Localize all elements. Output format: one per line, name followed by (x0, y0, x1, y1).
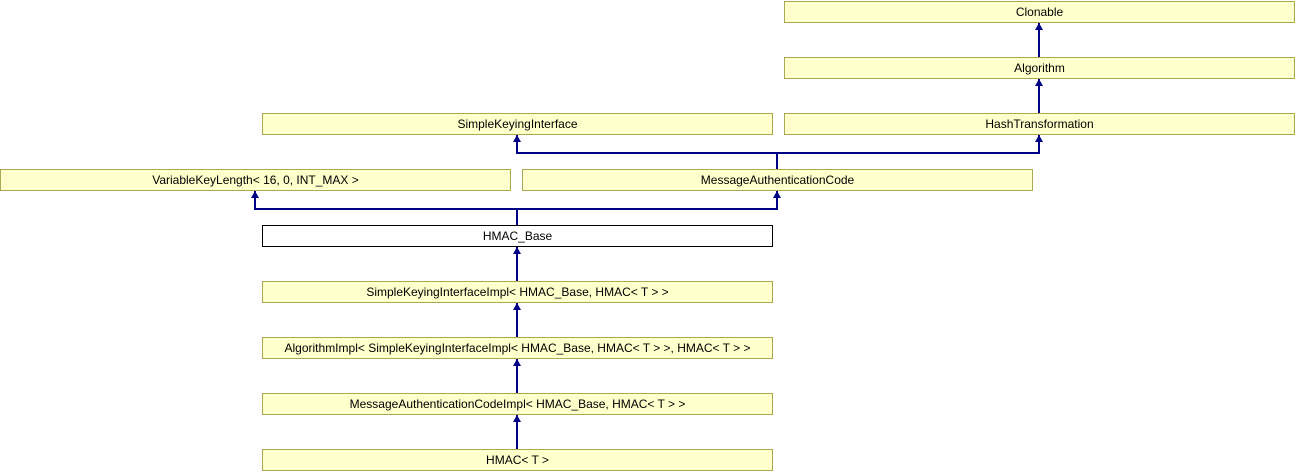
node-message-authentication-code[interactable]: MessageAuthenticationCode (522, 169, 1033, 191)
edge-hmacbase-vkl-arrowhead-icon (251, 191, 259, 198)
node-message-authentication-code-impl[interactable]: MessageAuthenticationCodeImpl< HMAC_Base… (262, 393, 773, 415)
edge-skiimpl-hmacbase-arrowhead-icon (513, 247, 521, 254)
node-algorithm-impl[interactable]: AlgorithmImpl< SimpleKeyingInterfaceImpl… (262, 337, 773, 359)
edge-hashtransformation-algorithm-line (1038, 79, 1040, 113)
edge-skiimpl-hmacbase-line (516, 247, 518, 281)
edge-algorithm-clonable-arrowhead-icon (1035, 23, 1043, 30)
edge-hashtransformation-algorithm-arrowhead-icon (1035, 79, 1043, 86)
edge-hmacbase-vkl-riser (254, 191, 256, 210)
edge-mac-parents-hline (516, 152, 1040, 154)
node-simple-keying-interface-impl[interactable]: SimpleKeyingInterfaceImpl< HMAC_Base, HM… (262, 281, 773, 303)
edge-mac-ski-arrowhead-icon (513, 135, 521, 142)
node-clonable[interactable]: Clonable (784, 1, 1295, 23)
node-algorithm[interactable]: Algorithm (784, 57, 1295, 79)
node-simple-keying-interface[interactable]: SimpleKeyingInterface (262, 113, 773, 135)
node-variable-key-length[interactable]: VariableKeyLength< 16, 0, INT_MAX > (0, 169, 511, 191)
node-hmac[interactable]: HMAC< T > (262, 449, 773, 471)
edge-hmac-macimpl-line (516, 415, 518, 449)
edge-hmacbase-mac-arrowhead-icon (773, 191, 781, 198)
edge-algorithm-clonable-line (1038, 23, 1040, 57)
edge-mac-hashtransformation-riser (1038, 135, 1040, 154)
node-hmac-base: HMAC_Base (262, 225, 773, 247)
edge-hmac-macimpl-arrowhead-icon (513, 415, 521, 422)
edge-mac-hashtransformation-arrowhead-icon (1035, 135, 1043, 142)
edge-hmacbase-stub (516, 208, 518, 225)
edge-mac-ski-riser (516, 135, 518, 154)
edge-macimpl-algorithmimpl-arrowhead-icon (513, 359, 521, 366)
edge-hmacbase-mac-riser (776, 191, 778, 210)
edge-algorithmimpl-skiimpl-arrowhead-icon (513, 303, 521, 310)
edge-macimpl-algorithmimpl-line (516, 359, 518, 393)
edge-mac-stub (776, 152, 778, 169)
edge-algorithmimpl-skiimpl-line (516, 303, 518, 337)
node-hash-transformation[interactable]: HashTransformation (784, 113, 1295, 135)
